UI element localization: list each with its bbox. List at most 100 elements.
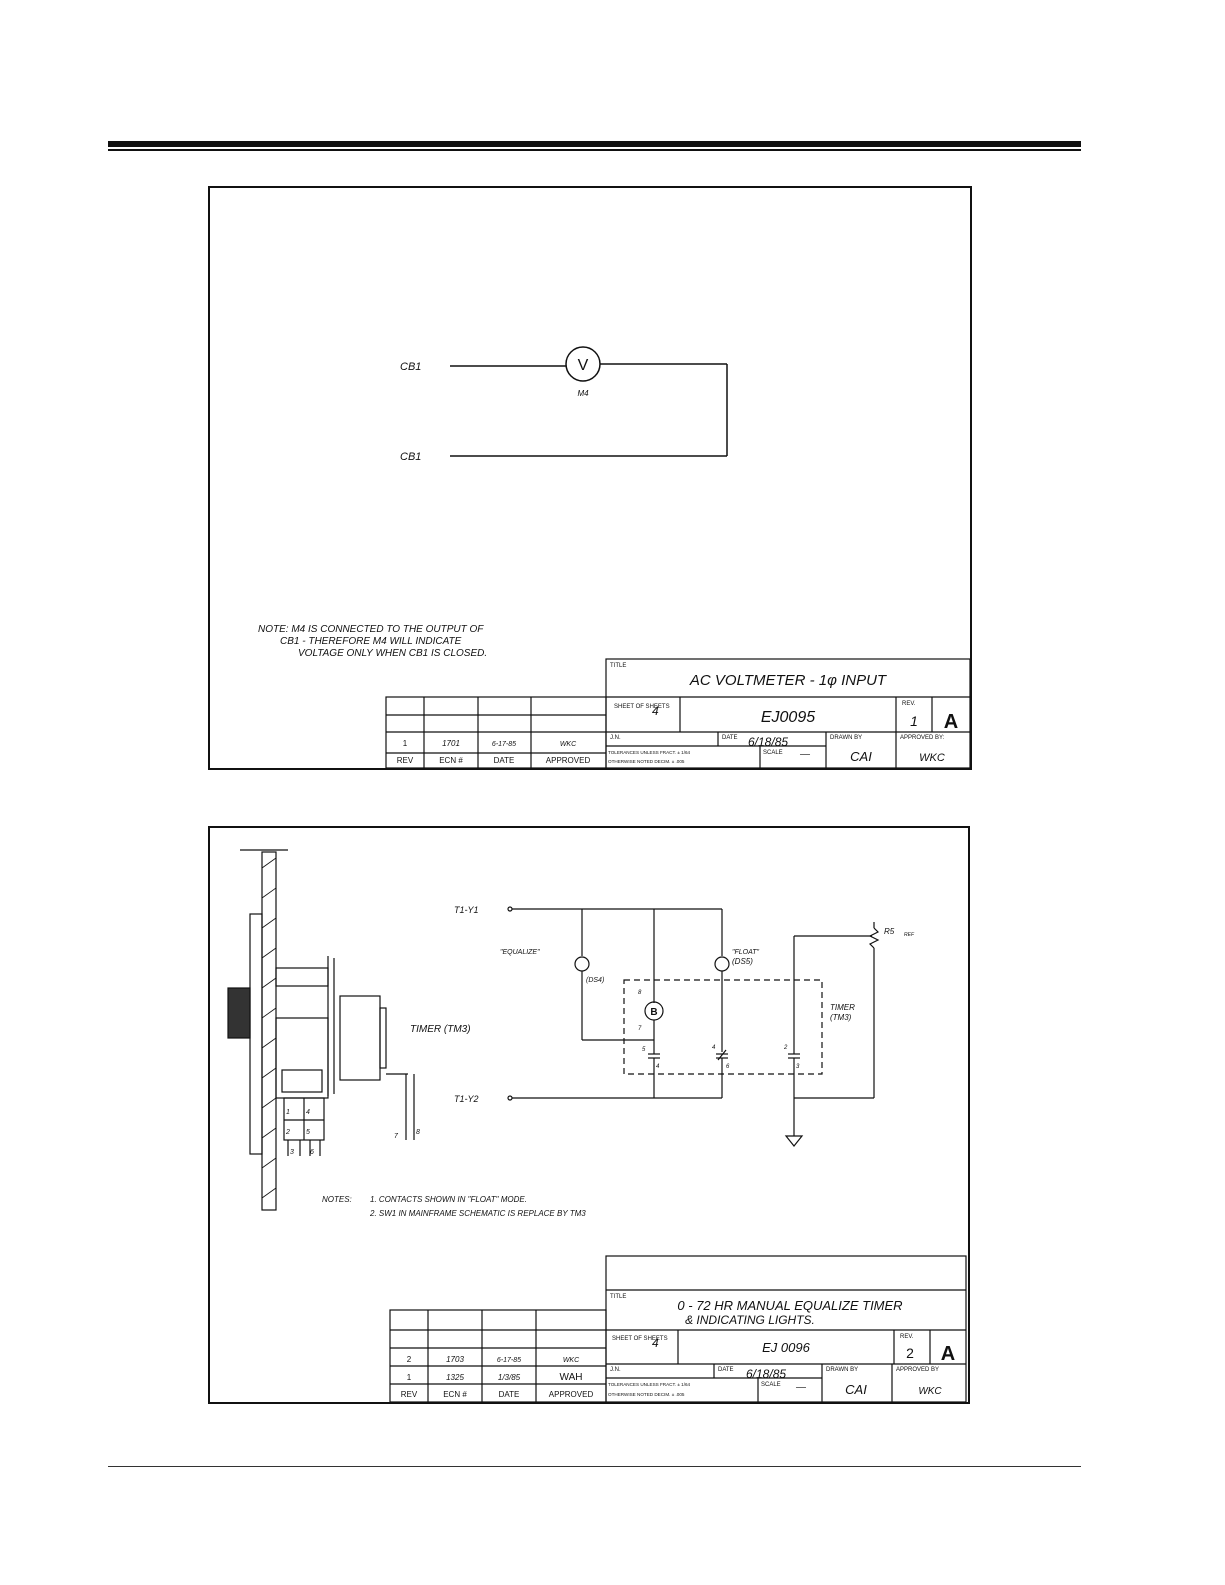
r5-ref-label: REF [904, 932, 915, 938]
drawing-ac-voltmeter-svg: CB1 CB1 V M4 NOTE: M4 IS CONNECTED TO TH… [258, 346, 970, 768]
size-letter: A [941, 1343, 955, 1365]
tolerance-line-1: TOLERANCES UNLESS FRACT. ± 1/64 [608, 750, 691, 755]
rev-row-2-ecn: 1325 [446, 1373, 464, 1382]
sheet-label: SHEET OF SHEETS [614, 704, 670, 710]
tolerance-line-2: OTHERWISE NOTED DECIM. ± .005 [608, 1392, 685, 1397]
scale-value: — [795, 1382, 807, 1393]
note-line-2: CB1 - THEREFORE M4 WILL INDICATE [280, 636, 462, 647]
title-block-lines [389, 1255, 967, 1402]
pin-7-label: 7 [638, 1026, 642, 1032]
header-rule-thick [108, 141, 1081, 147]
equalize-lamp-ds4 [574, 956, 590, 972]
t1y1-label: T1-Y1 [454, 905, 479, 915]
rev-label: REV. [902, 701, 916, 707]
rev-header-rev: REV [401, 1390, 418, 1399]
rev-row-2-date: 1/3/85 [498, 1373, 521, 1382]
timer-box-ref-label: (TM3) [830, 1013, 852, 1022]
drawing-equalize-timer: 1 4 2 5 3 6 7 8 TIMER (TM3) [208, 826, 970, 1404]
wire-label-7: 7 [394, 1133, 399, 1140]
timer-tm3-dashed-box [623, 979, 823, 1075]
note-line-3: VOLTAGE ONLY WHEN CB1 IS CLOSED. [298, 648, 487, 659]
title-label: TITLE [610, 663, 626, 669]
rev-row-1-approved: WKC [560, 741, 577, 748]
drawn-by-value: CAI [850, 749, 872, 764]
pin-8-label: 8 [638, 990, 642, 996]
sheet-number: 4 [652, 704, 659, 718]
float-lamp-ds5 [714, 956, 730, 972]
drawing-ac-voltmeter: CB1 CB1 V M4 NOTE: M4 IS CONNECTED TO TH… [208, 186, 972, 770]
drawing-title: AC VOLTMETER - 1φ INPUT [689, 672, 888, 689]
pin-label-1: 1 [286, 1109, 290, 1116]
drawing-number: EJ0095 [761, 709, 815, 726]
pin-label-3: 3 [290, 1149, 294, 1156]
date-label: DATE [718, 1367, 734, 1373]
rev-value: 1 [910, 713, 918, 729]
note-line-1: 1. CONTACTS SHOWN IN "FLOAT" MODE. [370, 1195, 527, 1204]
notes-label: NOTES: [322, 1195, 352, 1204]
tolerance-line-1: TOLERANCES UNLESS FRACT. ± 1/64 [608, 1382, 691, 1387]
t1y2-label: T1-Y2 [454, 1094, 479, 1104]
footer-rule [108, 1466, 1081, 1467]
equalize-label: "EQUALIZE" [500, 949, 540, 956]
rev-row-2-rev: 1 [407, 1373, 412, 1382]
timer-side-label: TIMER (TM3) [410, 1024, 471, 1035]
tolerance-line-2: OTHERWISE NOTED DECIM. ± .005 [608, 759, 685, 764]
note-line-1: NOTE: M4 IS CONNECTED TO THE OUTPUT OF [258, 624, 484, 635]
contact-3-label: 3 [796, 1064, 800, 1070]
drawing-number: EJ 0096 [762, 1340, 810, 1355]
sheet-number: 4 [652, 1336, 659, 1350]
contact-6-label: 6 [726, 1064, 730, 1070]
date-value: 6/18/85 [748, 735, 788, 749]
jn-label: J.N. [610, 1367, 621, 1373]
size-letter: A [944, 711, 958, 733]
rev-header-approved: APPROVED [549, 1390, 594, 1399]
drawing-title-line-2: & INDICATING LIGHTS. [685, 1313, 815, 1327]
rev-row-1-date: 6-17-85 [497, 1357, 521, 1364]
date-value: 6/18/85 [746, 1367, 786, 1381]
rev-row-1-rev: 2 [407, 1355, 412, 1364]
drawn-by-label: DRAWN BY [830, 735, 862, 741]
scale-label: SCALE [761, 1382, 781, 1388]
rev-row-2-approved: WAH [560, 1372, 583, 1383]
sheet-label: SHEET OF SHEETS [612, 1336, 668, 1342]
title-block-lines [385, 658, 970, 768]
title-label: TITLE [610, 1294, 626, 1300]
contact-4b-label: 4 [712, 1045, 716, 1051]
timer-box-label: TIMER [830, 1003, 855, 1012]
ds5-label: (DS5) [732, 957, 753, 966]
rev-row-1-ecn: 1703 [446, 1355, 464, 1364]
contact-4-label: 4 [656, 1064, 660, 1070]
pin-label-2: 2 [285, 1129, 290, 1136]
m4-label: M4 [577, 389, 589, 398]
contact-2-label: 2 [783, 1045, 788, 1051]
rev-header-approved: APPROVED [546, 756, 591, 765]
rev-header-rev: REV [397, 756, 414, 765]
approved-by-value: WKC [919, 752, 945, 764]
drawn-by-value: CAI [845, 1382, 867, 1397]
approved-by-label: APPROVED BY [896, 1367, 939, 1373]
pin-label-5: 5 [306, 1129, 310, 1136]
cb1-top-label: CB1 [400, 361, 421, 373]
cb1-bottom-label: CB1 [400, 451, 421, 463]
drawn-by-label: DRAWN BY [826, 1367, 858, 1373]
rev-header-date: DATE [499, 1390, 520, 1399]
drawing-equalize-timer-svg: 1 4 2 5 3 6 7 8 TIMER (TM3) [227, 849, 967, 1402]
note-line-2: 2. SW1 IN MAINFRAME SCHEMATIC IS REPLACE… [369, 1209, 586, 1218]
wall-hatching [261, 857, 277, 1199]
header-rule-thin [108, 149, 1081, 151]
ds4-label: (DS4) [586, 977, 604, 984]
scale-value: — [799, 749, 811, 760]
rev-row-1-ecn: 1701 [442, 739, 460, 748]
rev-header-ecn: ECN # [443, 1390, 467, 1399]
timer-side-view [227, 849, 415, 1211]
rev-header-ecn: ECN # [439, 756, 463, 765]
pin-label-6: 6 [310, 1149, 314, 1156]
rev-value: 2 [906, 1345, 914, 1361]
rev-row-1-approved: WKC [563, 1357, 580, 1364]
rev-row-1-date: 6-17-85 [492, 741, 516, 748]
approved-by-label: APPROVED BY: [900, 735, 945, 741]
approved-by-value: WKC [918, 1386, 942, 1397]
float-label: "FLOAT" [732, 949, 760, 956]
rev-row-1-rev: 1 [403, 739, 408, 748]
pin-label-4: 4 [306, 1109, 310, 1116]
